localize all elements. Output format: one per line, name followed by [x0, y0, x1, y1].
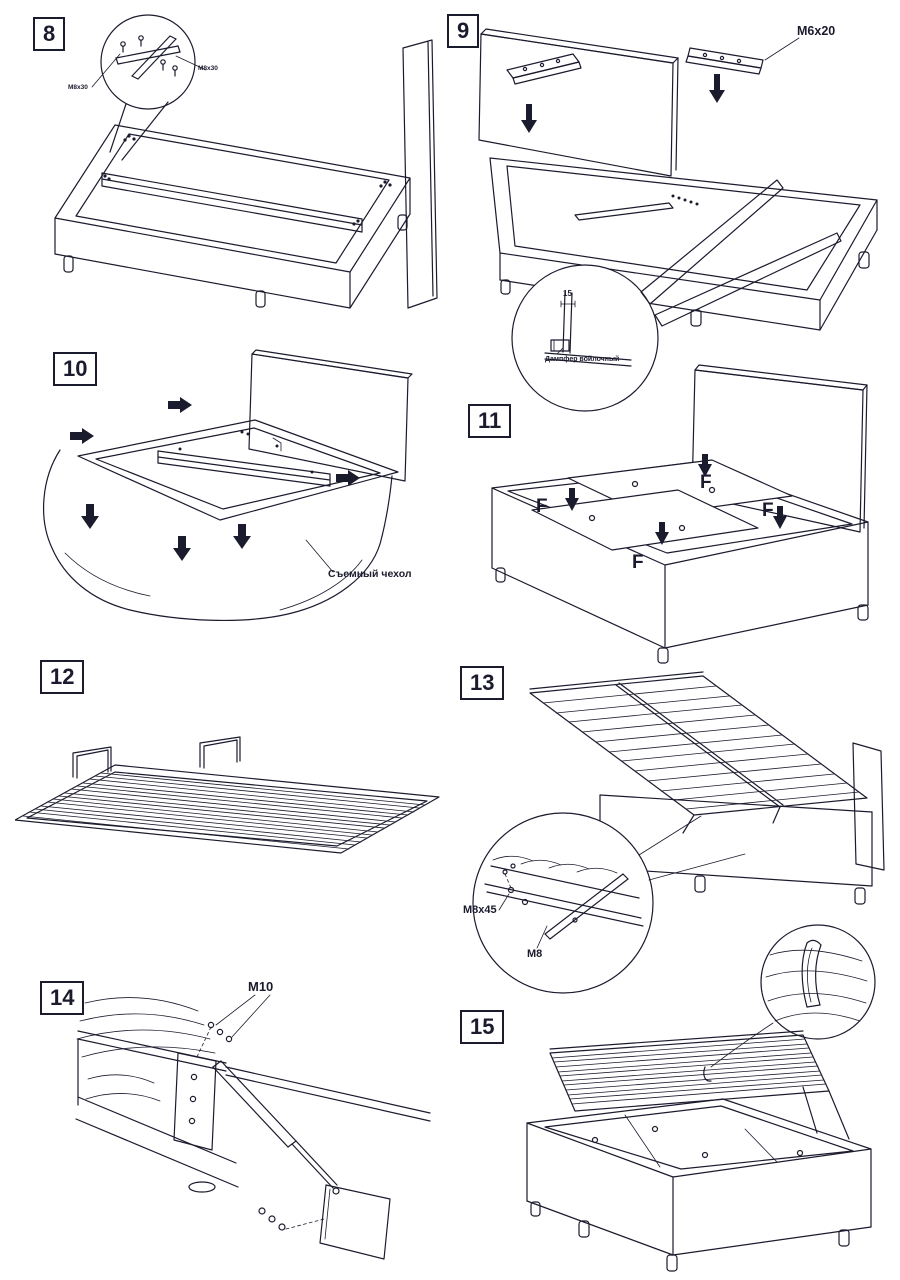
- step-11-panel-label-f3: F: [762, 500, 774, 521]
- step-9-dimension-label: 15: [563, 289, 572, 298]
- zoom-detail-circle: [91, 14, 207, 161]
- step-11-panel-label-f2: F: [700, 472, 712, 493]
- step-10-number: 10: [53, 352, 98, 386]
- step-14-number: 14: [40, 981, 85, 1015]
- step-13: 13 M8x45 M8: [455, 658, 900, 1013]
- hardware-bolts: [195, 994, 325, 1231]
- step-9-number: 9: [447, 14, 480, 48]
- step-9-bolt-label: M6x20: [797, 24, 836, 38]
- step-15-illustration: [526, 924, 876, 1272]
- lift-mechanism: [75, 997, 431, 1193]
- slats: [22, 772, 426, 850]
- step-8-bolt-label-left: M8x30: [68, 84, 88, 91]
- down-arrow-icons: [565, 454, 787, 545]
- down-arrow-icon: [521, 104, 537, 133]
- step-12-number: 12: [40, 660, 85, 694]
- corner-bracket-marks: [103, 134, 392, 226]
- corner-bracket-detail: [91, 35, 207, 88]
- step-13-bolt-label: M8x45: [463, 904, 497, 916]
- damper-detail-circle: [511, 179, 842, 412]
- bed-frame: [54, 39, 438, 309]
- bottom-panels: [531, 459, 793, 551]
- bracket-marks: [178, 430, 314, 474]
- step-11: 11 F F F F: [450, 360, 895, 675]
- step-9: 9 M6x20 15 Дампфер войлочный: [445, 8, 900, 423]
- step-13-number: 13: [460, 666, 505, 700]
- headboard: [248, 349, 413, 482]
- step-12-illustration: [15, 736, 440, 854]
- step-9-damper-label: Дампфер войлочный: [545, 356, 620, 363]
- headboard: [691, 364, 868, 533]
- step-14: 14 M10: [30, 975, 440, 1270]
- pull-arrow-icons: [70, 397, 360, 561]
- mounting-brackets: [506, 37, 800, 85]
- strut-bracket-plate: [173, 1052, 217, 1151]
- step-13-illustration: [472, 671, 885, 994]
- lift-handles: [72, 736, 241, 779]
- step-14-bolt-label: M10: [248, 979, 274, 994]
- storage-box: [526, 1086, 872, 1272]
- step-8-illustration: [54, 14, 438, 309]
- step-13-nut-label: M8: [527, 948, 543, 960]
- step-10-illustration: [43, 349, 413, 621]
- step-11-number: 11: [468, 404, 512, 438]
- step-8-number: 8: [33, 17, 66, 51]
- strut-detail-circle: [472, 812, 746, 994]
- step-8: 8 M8x30 M8x30: [20, 10, 440, 345]
- removable-cover: [43, 449, 393, 621]
- lifted-slat-frame: [529, 671, 868, 816]
- step-10: 10 Съемный чехол: [30, 348, 440, 648]
- step-8-bolt-label-right: M8x30: [198, 65, 218, 72]
- bed-box: [599, 742, 885, 905]
- center-bracket-marks: [671, 194, 699, 206]
- inner-box: [77, 419, 399, 521]
- side-bracket-plate: [319, 1184, 391, 1260]
- slats: [551, 1038, 827, 1105]
- headboard: [478, 28, 679, 177]
- step-11-panel-label-f4: F: [632, 552, 644, 573]
- step-11-panel-label-f1: F: [536, 496, 548, 517]
- open-lid: [549, 1030, 830, 1112]
- down-arrow-icon: [709, 74, 725, 103]
- gas-strut: [212, 1060, 340, 1195]
- step-10-cover-label: Съемный чехол: [328, 568, 412, 580]
- step-15: 15: [455, 915, 900, 1280]
- step-12: 12: [15, 655, 445, 870]
- step-14-illustration: [75, 994, 431, 1260]
- slat-base: [15, 764, 440, 854]
- strap-detail-circle: [710, 924, 876, 1068]
- slats: [542, 685, 860, 810]
- step-11-illustration: [491, 364, 869, 664]
- step-15-number: 15: [460, 1010, 505, 1044]
- step-9-illustration: [478, 28, 878, 412]
